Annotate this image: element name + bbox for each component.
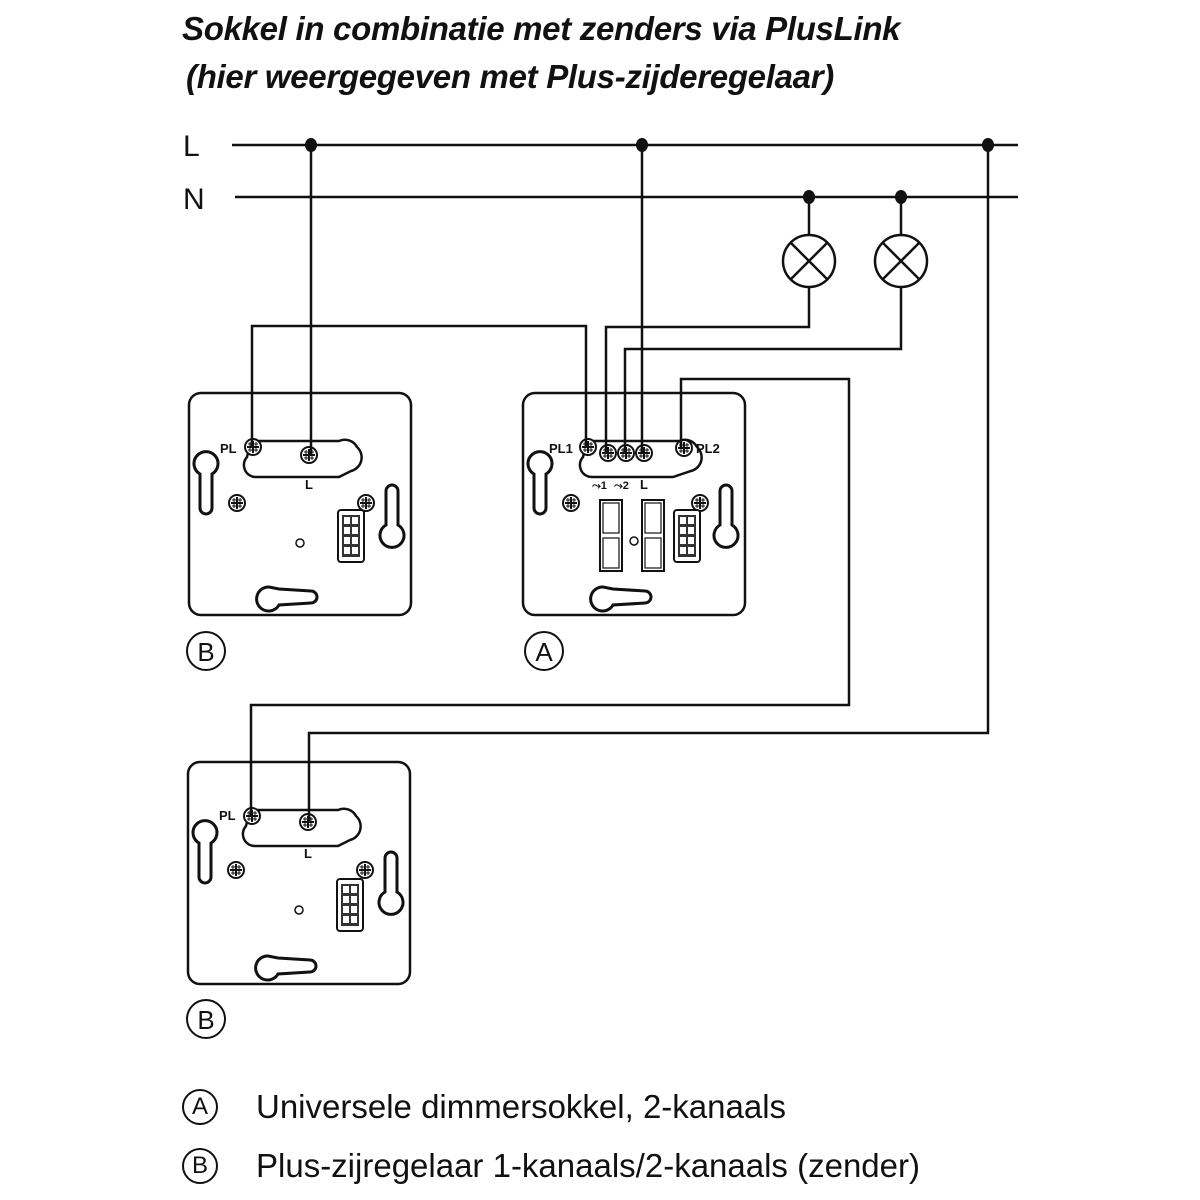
svg-text:B: B [197,1005,214,1035]
device-dimmer [521,391,747,617]
terminal-label-pl2: PL2 [696,441,720,456]
lamp-1-icon [781,197,837,289]
marker-sender-bottom: B [186,999,226,1039]
wire [250,324,588,447]
terminal-label-l: L [304,846,312,861]
wire [307,145,990,822]
diagram-title-line-2: (hier weergegeven met Plus-zijderegelaar… [186,58,834,95]
lamp-2-icon [873,197,929,289]
svg-text:B: B [197,637,214,667]
bus-label-neutral: N [183,183,205,216]
svg-text:A: A [535,637,553,667]
marker-sender-top: B [186,631,226,671]
legend-marker: B [182,1148,218,1184]
terminal-label-pl1: PL1 [549,441,573,456]
wires [249,145,990,822]
terminal-label-pl: PL [220,441,237,456]
terminal-label-l: L [305,477,313,492]
terminal-label-out1: ⤳1 [592,480,607,492]
device-sender-top [187,391,413,617]
terminal-label-pl: PL [219,808,236,823]
device-sender-bottom [186,760,412,986]
marker-dimmer: A [524,631,564,671]
legend-marker: A [182,1089,218,1125]
bus-label-live: L [183,130,200,163]
wire [604,287,811,452]
terminal-label-out2: ⤳2 [614,480,629,492]
terminal-label-l: L [640,477,648,492]
legend-text: Universele dimmersokkel, 2-kanaals [256,1088,787,1125]
wire [623,287,903,452]
legend-item: B Plus-zijregelaar 1-kanaals/2-kanaals (… [182,1147,920,1185]
legend-item: A Universele dimmersokkel, 2-kanaals [182,1088,786,1126]
legend-text: Plus-zijregelaar 1-kanaals/2-kanaals (ze… [256,1147,920,1184]
junction-dots [305,138,994,204]
diagram-title-line-1: Sokkel in combinatie met zenders via Plu… [182,10,901,47]
wire [249,377,851,815]
